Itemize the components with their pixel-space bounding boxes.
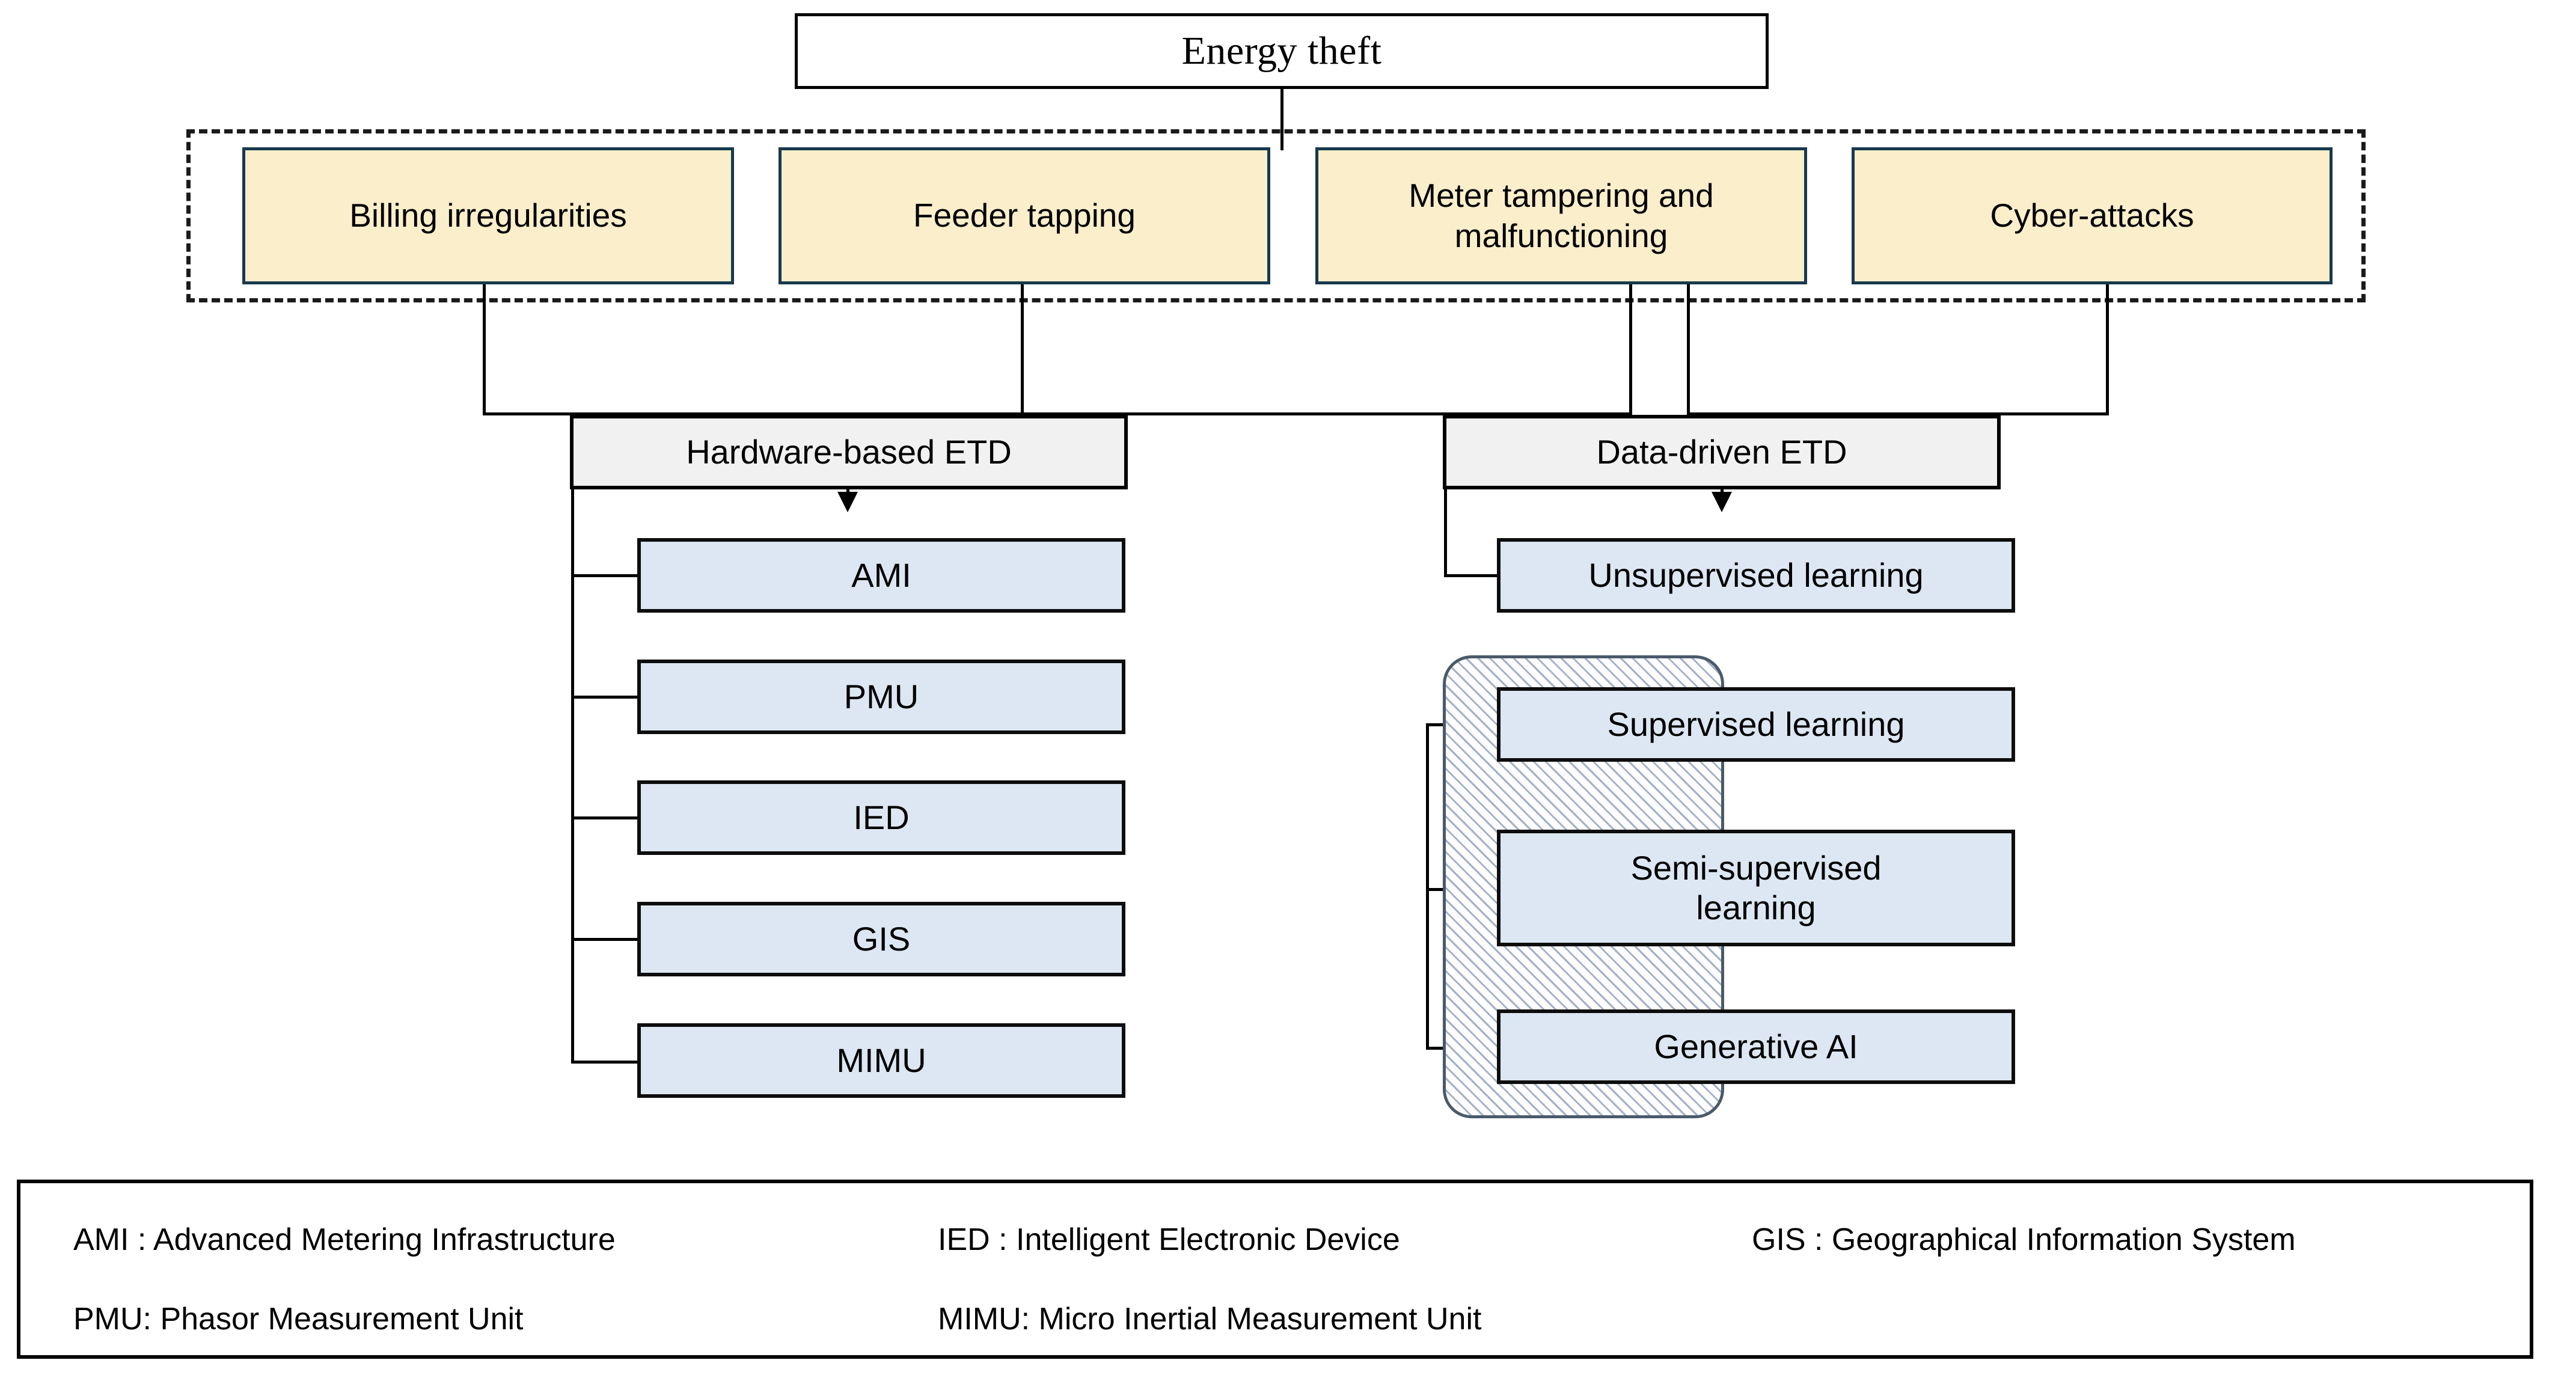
- connector-data-driven-bus: [1687, 412, 2109, 415]
- cause-label: Cyber-attacks: [1990, 197, 2194, 234]
- legend-entry-ied: IED : Intelligent Electronic Device: [938, 1222, 1400, 1257]
- connector-cyber-attacks-drop: [2106, 284, 2109, 415]
- connector-data-driven-spine-top: [1444, 489, 1447, 577]
- legend-entry-mimu: MIMU: Micro Inertial Measurement Unit: [938, 1302, 1482, 1337]
- leaf-node-ami[interactable]: AMI: [637, 538, 1125, 613]
- legend-entry-gis: GIS : Geographical Information System: [1752, 1222, 2296, 1257]
- leaf-node-gis[interactable]: GIS: [637, 902, 1125, 976]
- root-node-energy-theft: Energy theft: [795, 13, 1769, 89]
- leaf-node-label: Unsupervised learning: [1588, 556, 1924, 594]
- cause-label: Meter tampering and malfunctioning: [1409, 176, 1714, 254]
- leaf-node-supervised-learning[interactable]: Supervised learning: [1497, 687, 2015, 762]
- cause-label: Billing irregularities: [349, 197, 627, 234]
- leaf-node-label: PMU: [843, 677, 919, 715]
- leaf-node-label: MIMU: [836, 1041, 926, 1079]
- leaf-node-label: GIS: [852, 919, 911, 958]
- connector-hardware-arrow-head: [837, 492, 858, 512]
- branch-header-data-driven-etd[interactable]: Data-driven ETD: [1443, 415, 2001, 489]
- branch-header-label: Hardware-based ETD: [686, 432, 1012, 471]
- connector-meter-tampering-drop-right: [1687, 284, 1690, 415]
- cause-box-cyber-attacks[interactable]: Cyber-attacks: [1852, 147, 2333, 284]
- leaf-node-generative-ai[interactable]: Generative AI: [1497, 1009, 2015, 1084]
- leaf-node-label: Supervised learning: [1607, 705, 1905, 743]
- connector-hardware-stub-pmu: [571, 696, 638, 699]
- leaf-node-label: AMI: [851, 556, 911, 594]
- leaf-node-pmu[interactable]: PMU: [637, 660, 1125, 734]
- connector-root-stem: [1280, 89, 1283, 150]
- cause-box-billing-irregularities[interactable]: Billing irregularities: [242, 147, 734, 284]
- cause-label: Feeder tapping: [913, 197, 1136, 234]
- causes-group-dashed-border: [186, 129, 2366, 302]
- leaf-node-label: Generative AI: [1654, 1027, 1858, 1065]
- legend-panel: AMI : Advanced Metering Infrastructure I…: [17, 1180, 2533, 1359]
- connector-hardware-bus: [483, 412, 1632, 415]
- cause-box-meter-tampering[interactable]: Meter tampering and malfunctioning: [1315, 147, 1807, 284]
- connector-data-driven-stub-unsupervised: [1444, 574, 1510, 577]
- connector-data-driven-arrow-head: [1712, 492, 1732, 512]
- connector-hardware-stub-gis: [571, 938, 638, 941]
- legend-entry-ami: AMI : Advanced Metering Infrastructure: [73, 1222, 616, 1257]
- leaf-node-ied[interactable]: IED: [637, 780, 1125, 855]
- branch-header-label: Data-driven ETD: [1596, 432, 1847, 471]
- connector-billing-drop: [483, 284, 486, 415]
- connector-hardware-stub-ami: [571, 574, 638, 577]
- root-node-label: Energy theft: [1181, 29, 1382, 73]
- legend-entry-pmu: PMU: Phasor Measurement Unit: [73, 1302, 524, 1337]
- leaf-node-label: Semi-supervised learning: [1630, 848, 1882, 926]
- branch-header-hardware-based-etd[interactable]: Hardware-based ETD: [570, 415, 1128, 489]
- connector-data-driven-spine-lower: [1426, 723, 1429, 1050]
- connector-meter-tampering-drop-left: [1629, 284, 1632, 415]
- cause-box-feeder-tapping[interactable]: Feeder tapping: [779, 147, 1270, 284]
- leaf-node-mimu[interactable]: MIMU: [637, 1023, 1125, 1098]
- connector-hardware-spine: [571, 489, 574, 1064]
- connector-hardware-stub-mimu: [571, 1061, 638, 1064]
- leaf-node-unsupervised-learning[interactable]: Unsupervised learning: [1497, 538, 2015, 613]
- leaf-node-label: IED: [853, 798, 910, 836]
- connector-feeder-drop: [1021, 284, 1024, 415]
- connector-hardware-stub-ied: [571, 816, 638, 819]
- leaf-node-semi-supervised-learning[interactable]: Semi-supervised learning: [1497, 830, 2015, 946]
